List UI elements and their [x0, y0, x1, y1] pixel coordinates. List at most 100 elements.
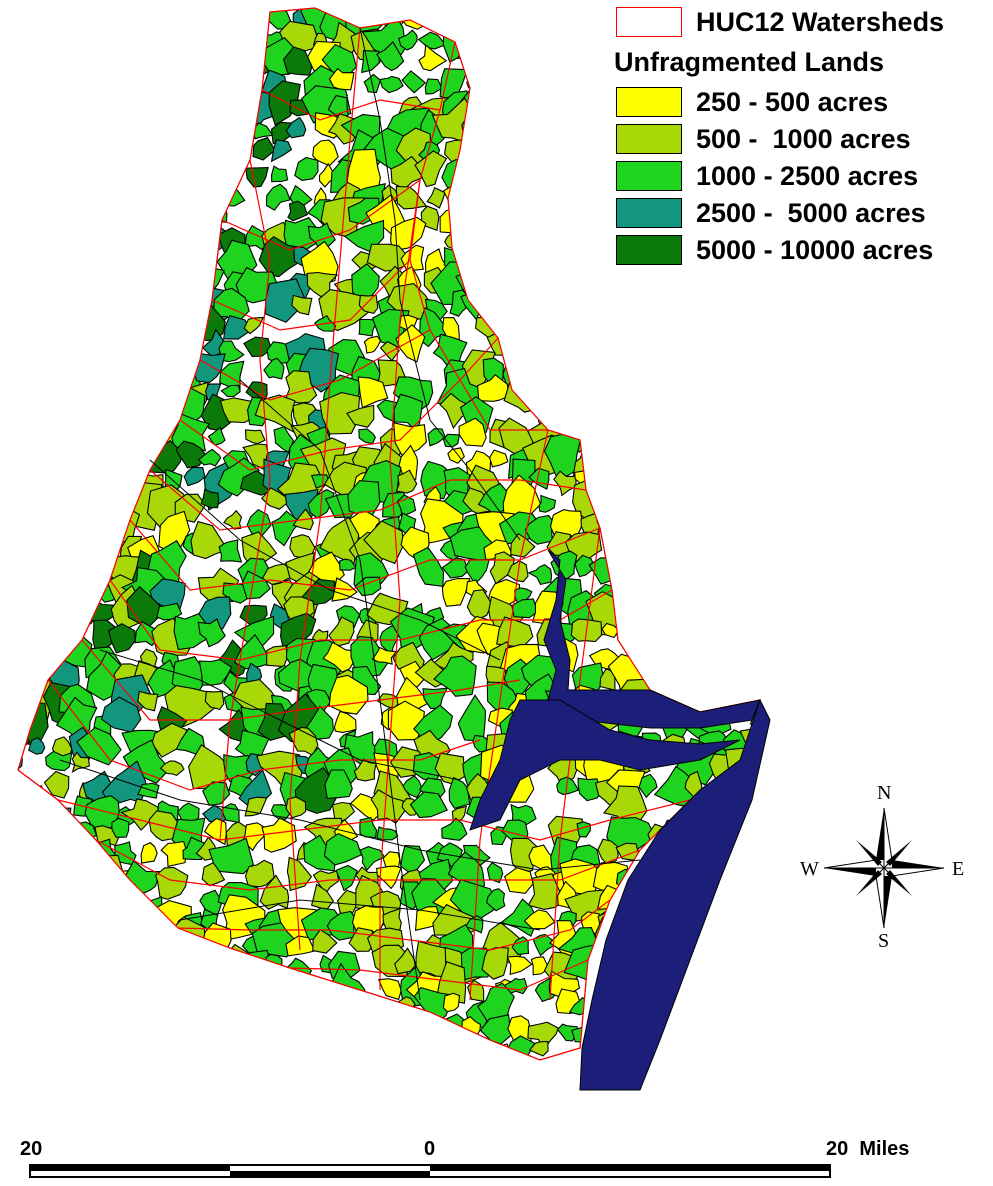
land-patch — [486, 888, 506, 912]
land-patch — [530, 297, 556, 314]
land-patch — [117, 368, 167, 407]
land-patch — [363, 520, 404, 565]
land-patch — [403, 1018, 422, 1035]
land-patch — [21, 978, 48, 1007]
land-patch — [732, 643, 757, 664]
land-patch — [18, 501, 31, 533]
land-patch — [724, 380, 748, 406]
land-patch — [318, 162, 337, 188]
land-patch — [204, 690, 225, 711]
land-patch — [484, 153, 523, 192]
land-patch — [642, 428, 661, 446]
land-patch — [181, 1018, 204, 1052]
land-patch — [22, 856, 53, 888]
land-patch — [18, 595, 35, 629]
land-patch — [158, 243, 187, 283]
land-patch — [576, 291, 603, 314]
land-patch — [182, 95, 208, 121]
land-patch — [81, 90, 123, 123]
land-patch — [233, 633, 273, 670]
land-patch — [338, 558, 357, 571]
land-patch — [18, 799, 29, 819]
land-patch — [18, 652, 22, 670]
land-patch — [701, 1039, 734, 1060]
compass-label-east: E — [952, 858, 965, 880]
land-patch — [554, 13, 585, 40]
land-patch — [531, 8, 560, 34]
land-patch — [684, 465, 702, 488]
land-patch — [148, 988, 182, 1025]
land-patch — [744, 934, 760, 962]
land-patch — [22, 542, 54, 581]
land-patch — [608, 379, 639, 407]
land-patch — [706, 354, 730, 376]
land-patch — [190, 62, 231, 101]
land-patch — [70, 561, 90, 583]
land-patch — [45, 973, 72, 1002]
land-patch — [151, 722, 188, 758]
land-patch — [660, 652, 680, 668]
land-patch — [554, 68, 580, 111]
land-patch — [709, 329, 747, 369]
land-patch — [754, 380, 760, 403]
land-patch — [745, 356, 760, 390]
land-patch — [705, 421, 732, 445]
land-patch — [105, 287, 132, 316]
land-patch — [590, 382, 628, 421]
land-patch — [461, 245, 490, 271]
land-patch — [324, 769, 353, 799]
land-patch — [202, 985, 228, 1017]
land-patch — [110, 463, 136, 488]
land-patch — [724, 947, 760, 979]
land-patch — [217, 73, 250, 104]
legend-class-label: 1000 - 2500 acres — [696, 161, 919, 191]
land-patch — [624, 319, 646, 340]
land-patch — [41, 441, 77, 479]
land-patch — [448, 776, 471, 810]
land-patch — [69, 1041, 95, 1060]
land-patch — [60, 282, 96, 316]
land-patch — [526, 269, 555, 298]
legend-heading: Unfragmented Lands — [614, 47, 885, 77]
land-patch — [636, 379, 671, 412]
land-patch — [71, 161, 94, 177]
land-patch — [105, 990, 143, 1025]
legend-class-swatch — [616, 235, 682, 265]
land-patch — [661, 392, 696, 431]
land-patch — [732, 470, 756, 489]
land-patch — [670, 338, 688, 357]
land-patch — [197, 618, 226, 648]
land-patch — [45, 750, 73, 772]
estuary-bay — [469, 699, 741, 831]
land-patch — [201, 862, 226, 887]
land-patch — [18, 8, 32, 41]
land-patch — [130, 20, 164, 55]
legend-class-label: 500 - 1000 acres — [696, 124, 911, 154]
land-patch — [578, 53, 600, 68]
land-patch — [18, 975, 24, 1003]
land-patch — [287, 200, 309, 222]
land-patch — [721, 513, 754, 534]
land-patch — [640, 617, 671, 647]
land-patch — [538, 494, 557, 513]
land-patch — [48, 511, 77, 544]
land-patch — [521, 351, 557, 396]
land-patch — [298, 1012, 336, 1045]
land-patch — [129, 263, 173, 294]
land-patch — [18, 304, 36, 341]
land-patch — [161, 979, 181, 1000]
land-patch — [677, 618, 710, 649]
land-patch — [729, 603, 754, 633]
land-patch — [667, 552, 715, 585]
land-patch — [376, 826, 399, 841]
legend-huc12-swatch — [616, 7, 682, 37]
land-patch — [702, 471, 732, 498]
land-patch — [61, 412, 96, 455]
land-patch — [175, 727, 206, 756]
land-patch — [243, 67, 262, 97]
land-patch — [26, 992, 47, 1017]
land-patch — [206, 187, 225, 207]
land-patch — [18, 483, 53, 523]
land-patch — [178, 8, 198, 28]
land-patch — [79, 226, 117, 269]
